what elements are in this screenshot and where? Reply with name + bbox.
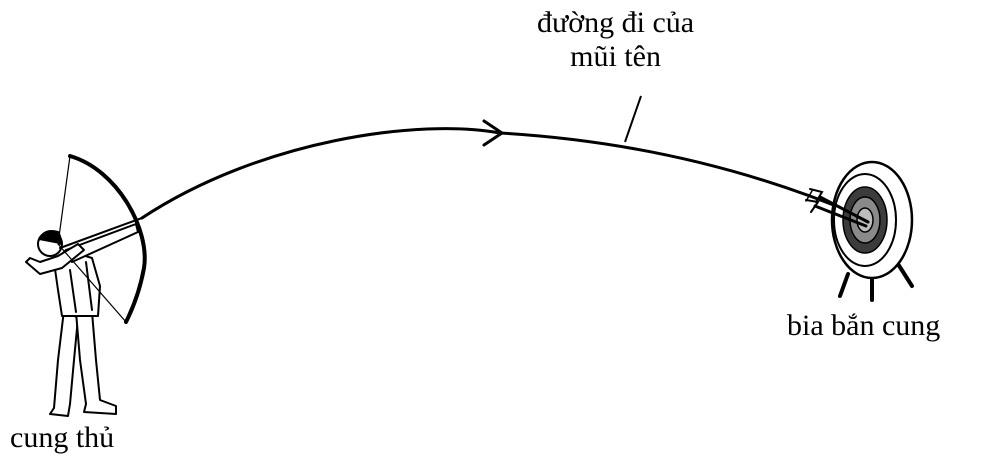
arrow-path-label-line1: đường đi của: [537, 6, 695, 39]
target-label: bia bắn cung: [787, 309, 941, 342]
bow-icon: [57, 154, 147, 324]
arrow-trajectory: [140, 127, 860, 220]
archer-label: cung thủ: [10, 421, 115, 454]
arrow-path-label-line2: mũi tên: [570, 40, 661, 73]
label-leader-line: [624, 95, 642, 143]
arrow-in-target-icon: [805, 188, 870, 228]
arrow-path-label: đường đi của mũi tên: [537, 6, 694, 74]
target-stand: [838, 262, 914, 302]
archery-target-icon: [830, 160, 914, 280]
archer-figure-icon: [25, 223, 139, 417]
arrow-head-icon: [482, 119, 504, 147]
